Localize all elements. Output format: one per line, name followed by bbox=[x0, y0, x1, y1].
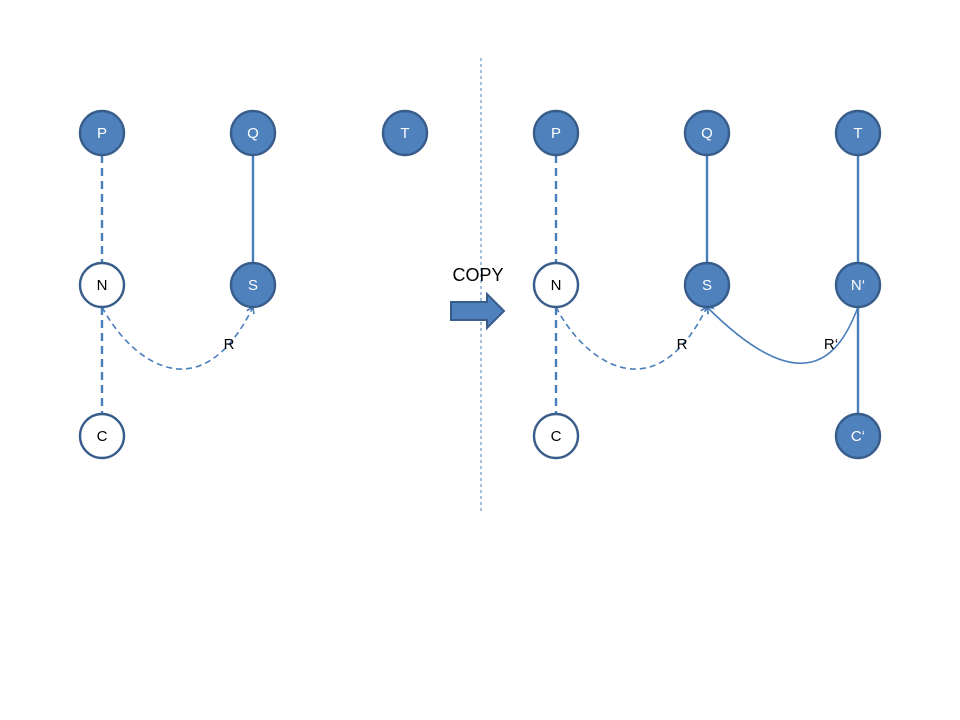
node-n-prime: N‘ bbox=[834, 261, 882, 309]
before-edges: R bbox=[100, 155, 255, 414]
node-label: C‘ bbox=[851, 428, 865, 445]
node-p: P bbox=[78, 109, 126, 157]
node-circle bbox=[834, 412, 882, 460]
node-circle bbox=[683, 261, 731, 309]
node-c: C bbox=[78, 412, 126, 460]
right-block-arrow-icon bbox=[450, 291, 506, 331]
node-label: N‘ bbox=[851, 277, 865, 294]
node-p: P bbox=[532, 109, 580, 157]
after-edges: R R‘ bbox=[554, 155, 860, 414]
node-circle bbox=[532, 412, 580, 460]
edge-label: R bbox=[224, 336, 235, 353]
node-label: T bbox=[400, 125, 409, 142]
node-circle bbox=[834, 261, 882, 309]
node-circle bbox=[78, 412, 126, 460]
node-n: N bbox=[532, 261, 580, 309]
node-circle bbox=[532, 261, 580, 309]
node-n: N bbox=[78, 261, 126, 309]
relationship-n-to-s bbox=[555, 305, 709, 370]
edge-label: R bbox=[677, 336, 688, 353]
node-label: N bbox=[97, 277, 108, 294]
node-q: Q bbox=[229, 109, 277, 157]
node-label: P bbox=[97, 125, 107, 142]
relationship-n-to-s bbox=[101, 305, 255, 370]
node-q: Q bbox=[683, 109, 731, 157]
node-s: S bbox=[229, 261, 277, 309]
node-circle bbox=[229, 261, 277, 309]
node-label: C bbox=[97, 428, 108, 445]
node-label: S bbox=[248, 277, 258, 294]
node-circle bbox=[78, 109, 126, 157]
before-panel: R P Q T N S C bbox=[78, 109, 429, 460]
node-circle bbox=[532, 109, 580, 157]
node-t: T bbox=[381, 109, 429, 157]
node-c: C bbox=[532, 412, 580, 460]
node-c-prime: C‘ bbox=[834, 412, 882, 460]
node-circle bbox=[834, 109, 882, 157]
node-label: Q bbox=[247, 125, 259, 142]
node-circle bbox=[78, 261, 126, 309]
node-s: S bbox=[683, 261, 731, 309]
edge-label: R‘ bbox=[824, 336, 838, 353]
node-label: T bbox=[853, 125, 862, 142]
after-nodes: P Q T N S N‘ C C‘ bbox=[532, 109, 882, 460]
node-label: S bbox=[702, 277, 712, 294]
copy-operation: COPY bbox=[450, 265, 506, 331]
node-circle bbox=[229, 109, 277, 157]
relationship-n-prime-to-s bbox=[705, 305, 859, 365]
after-panel: R R‘ P Q T N S N‘ C C‘ bbox=[532, 109, 882, 460]
node-label: N bbox=[551, 277, 562, 294]
before-nodes: P Q T N S C bbox=[78, 109, 429, 460]
node-label: Q bbox=[701, 125, 713, 142]
node-circle bbox=[683, 109, 731, 157]
node-circle bbox=[381, 109, 429, 157]
node-label: C bbox=[551, 428, 562, 445]
node-t: T bbox=[834, 109, 882, 157]
copy-label: COPY bbox=[452, 265, 503, 285]
node-label: P bbox=[551, 125, 561, 142]
